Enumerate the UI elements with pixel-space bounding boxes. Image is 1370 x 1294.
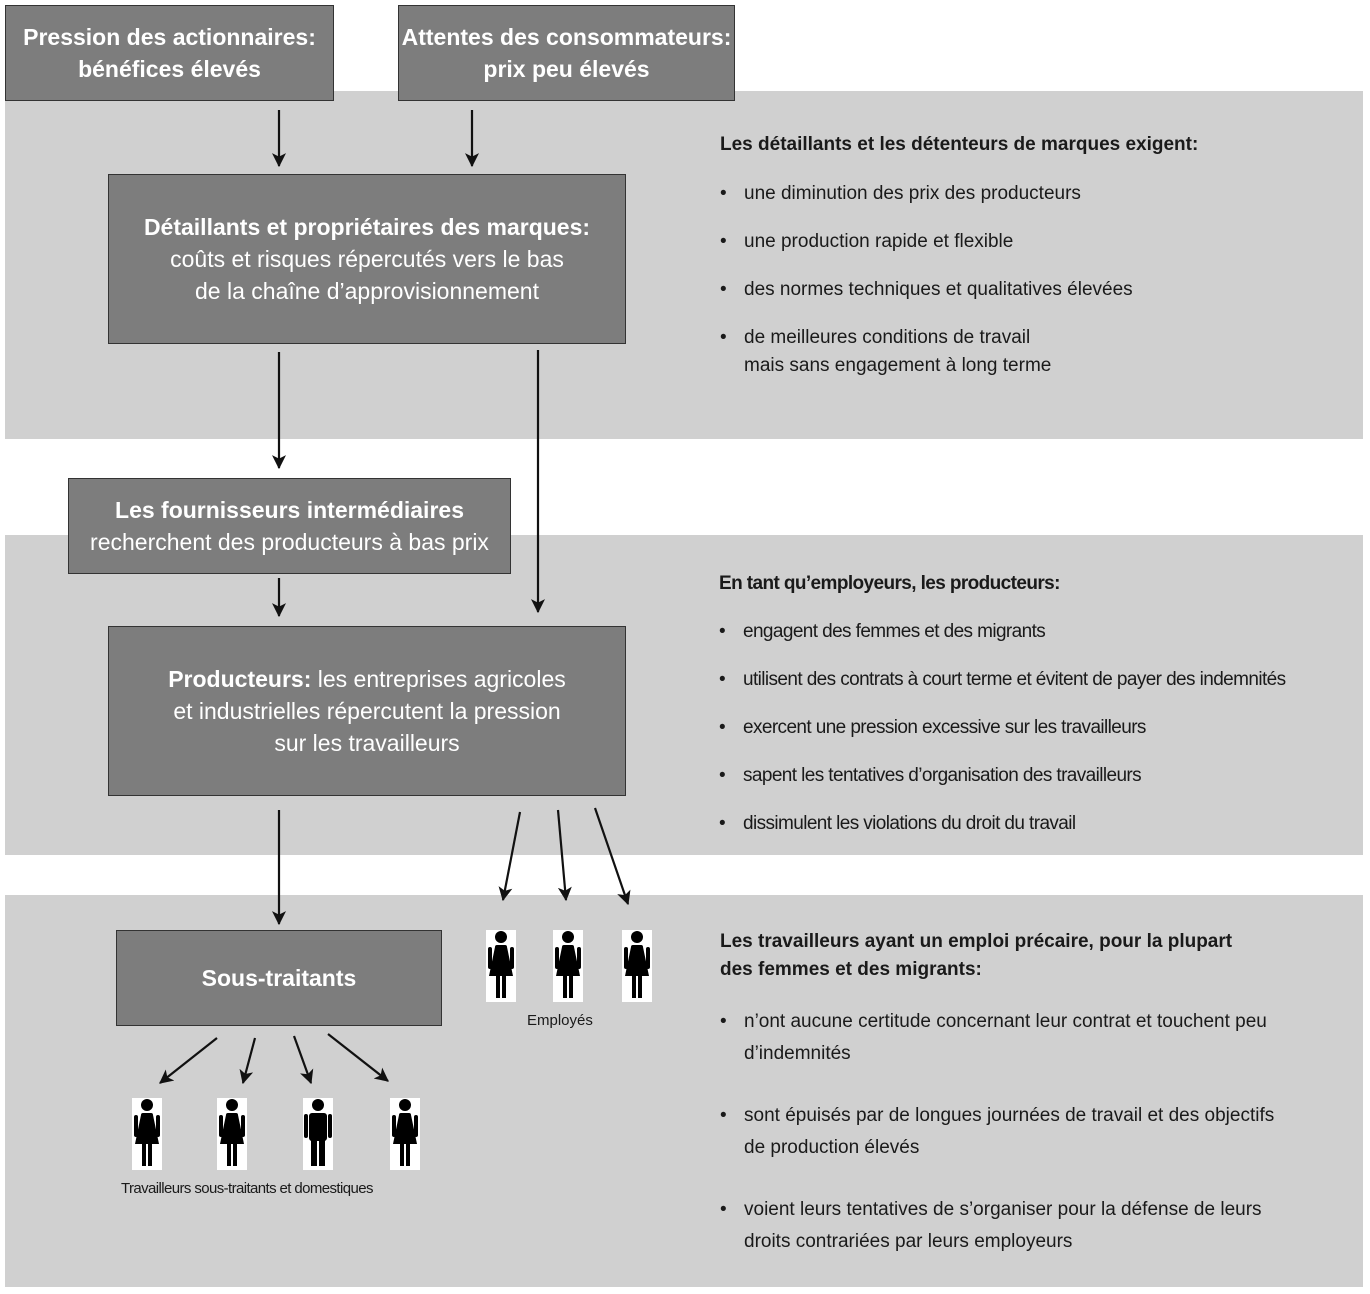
list-item: engagent des femmes et des migrants xyxy=(719,618,1286,646)
producers-practices-list: engagent des femmes et des migrants util… xyxy=(719,618,1286,838)
retailers-title: Détaillants et propriétaires des marques… xyxy=(143,214,591,240)
arrow-sub-worker-1 xyxy=(159,1037,218,1084)
producers-line1: les entreprises agricoles xyxy=(311,666,566,692)
suppliers-title: Les fournisseurs intermédiaires xyxy=(115,497,464,523)
female-worker-icon xyxy=(217,1098,247,1170)
arrow-producers-employee-3 xyxy=(593,807,631,906)
list-item: de meilleures conditions de travailmais … xyxy=(720,324,1133,380)
producers-box: Producteurs: les entreprises agricoles e… xyxy=(108,626,626,796)
workers-panel-title: Les travailleurs ayant un emploi précair… xyxy=(720,931,1233,980)
list-item: dissimulent les violations du droit du t… xyxy=(719,810,1286,838)
suppliers-box: Les fournisseurs intermédiaires recherch… xyxy=(68,478,511,574)
list-item: sapent les tentatives d’organisation des… xyxy=(719,762,1286,790)
subcontractors-box: Sous-traitants xyxy=(116,930,442,1026)
female-worker-icon xyxy=(553,930,583,1002)
arrow-sub-worker-2 xyxy=(239,1037,257,1085)
shareholders-box: Pression des actionnaires: bénéfices éle… xyxy=(5,5,334,101)
list-item: utilisent des contrats à court terme et … xyxy=(719,666,1286,694)
retailers-line2: de la chaîne d’approvisionnement xyxy=(195,278,539,304)
producers-line2: et industrielles répercutent la pression xyxy=(173,698,561,724)
female-worker-icon xyxy=(486,930,516,1002)
arrow-producers-employee-1 xyxy=(498,811,522,902)
consumers-box: Attentes des consommateurs: prix peu éle… xyxy=(398,5,735,101)
workers-conditions-list: n’ont aucune certitude concernant leur c… xyxy=(720,1006,1274,1258)
retailers-demands-list: une diminution des prix des producteurs … xyxy=(720,180,1133,380)
producers-first-line: Producteurs: les entreprises agricoles xyxy=(168,663,566,695)
list-item: exercent une pression excessive sur les … xyxy=(719,714,1286,742)
arrow-producers-employee-2 xyxy=(556,809,572,902)
arrow-sub-worker-4 xyxy=(327,1033,389,1082)
retailers-line1: coûts et risques répercutés vers le bas xyxy=(170,246,564,272)
list-item: une production rapide et flexible xyxy=(720,228,1133,256)
shareholders-line2: bénéfices élevés xyxy=(78,56,261,82)
employees-caption: Employés xyxy=(527,1012,593,1029)
list-item: sont épuisés par de longues journées de … xyxy=(720,1100,1274,1164)
female-worker-icon xyxy=(132,1098,162,1170)
retailers-panel-title: Les détaillants et les détenteurs de mar… xyxy=(720,134,1199,155)
subcontractors-title: Sous-traitants xyxy=(201,965,357,991)
shareholders-line1: Pression des actionnaires: xyxy=(23,24,316,50)
consumers-line2: prix peu élevés xyxy=(483,56,650,82)
arrow-sub-worker-3 xyxy=(292,1035,314,1085)
subcontracted-workers-caption: Travailleurs sous-traitants et domestiqu… xyxy=(121,1180,373,1197)
producers-title: Producteurs: xyxy=(168,666,312,692)
female-worker-icon xyxy=(622,930,652,1002)
retailers-box: Détaillants et propriétaires des marques… xyxy=(108,174,626,344)
female-worker-icon xyxy=(390,1098,420,1170)
suppliers-line1: recherchent des producteurs à bas prix xyxy=(90,529,489,555)
producers-panel-title: En tant qu’employeurs, les producteurs: xyxy=(719,573,1060,594)
list-item: des normes techniques et qualitatives él… xyxy=(720,276,1133,304)
list-item: voient leurs tentatives de s’organiser p… xyxy=(720,1194,1274,1258)
male-worker-icon xyxy=(303,1098,333,1170)
list-item: une diminution des prix des producteurs xyxy=(720,180,1133,208)
consumers-line1: Attentes des consommateurs: xyxy=(401,24,732,50)
producers-line3: sur les travailleurs xyxy=(274,730,460,756)
list-item: n’ont aucune certitude concernant leur c… xyxy=(720,1006,1274,1070)
